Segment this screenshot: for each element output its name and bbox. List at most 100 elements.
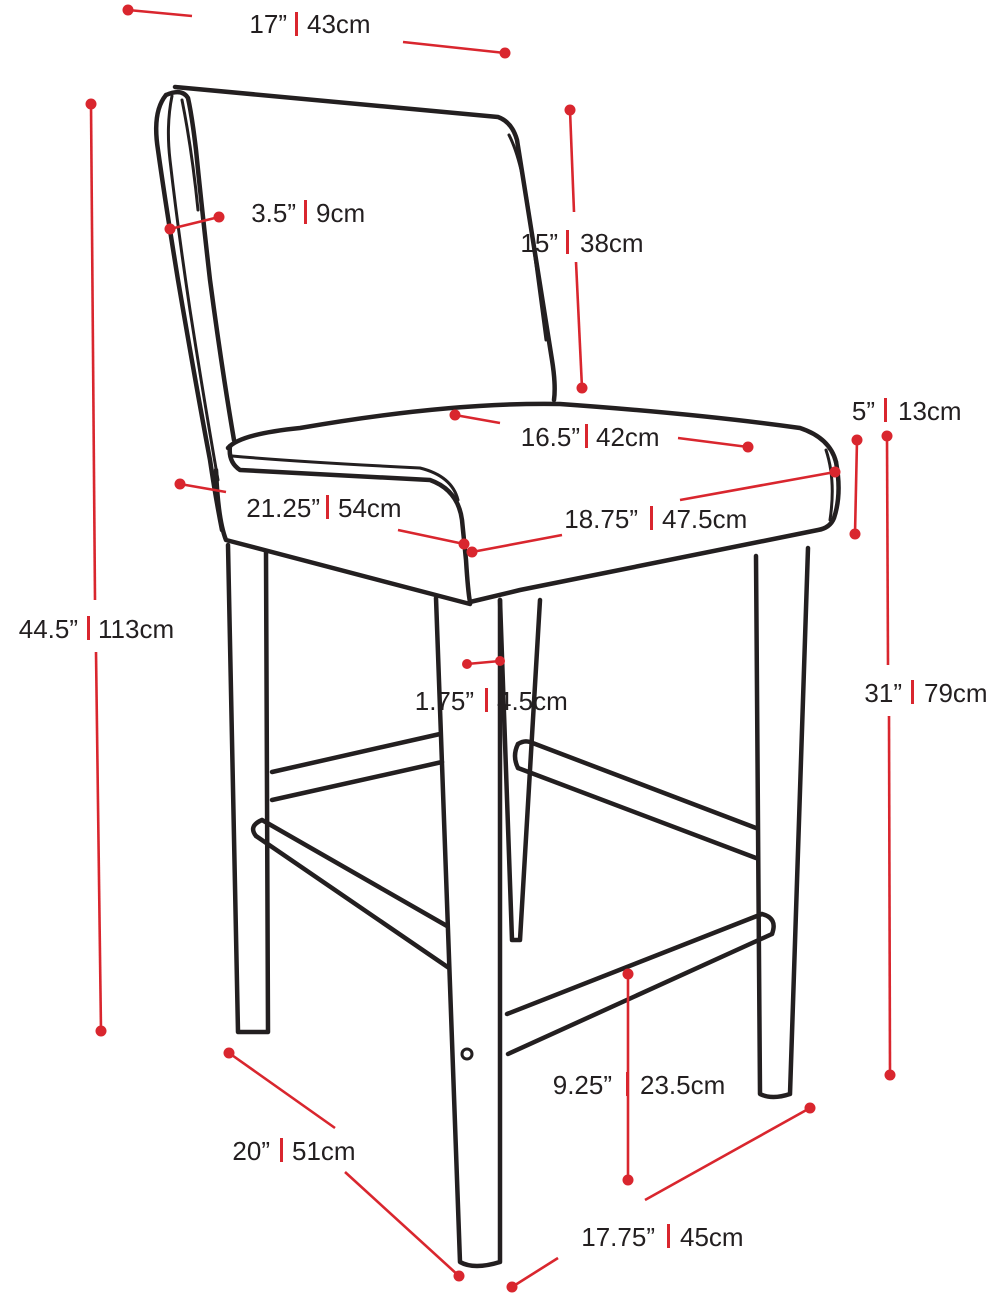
- dimension-labels: 17” 43cm 3.5” 9cm 15” 38cm 16.5” 42cm 5”…: [19, 9, 988, 1252]
- footrest-stretcher: [504, 911, 776, 1057]
- dim-endpoint: [804, 1102, 816, 1114]
- overall-height-inches: 44.5”: [19, 614, 78, 644]
- back-thickness-inches: 3.5”: [251, 198, 296, 228]
- rear-left-stretcher: [269, 731, 445, 803]
- dim-endpoint: [884, 1069, 896, 1081]
- dim-endpoint: [458, 538, 470, 550]
- front-left-leg: [225, 542, 271, 1035]
- unit-separator: [650, 506, 653, 530]
- dim-endpoint: [851, 434, 863, 446]
- leg-width-dim-line: [462, 656, 505, 669]
- dim-endpoint: [881, 430, 893, 442]
- back-thickness-dim-line: [164, 211, 225, 235]
- dim-endpoint: [622, 1174, 634, 1186]
- unit-separator: [326, 495, 329, 519]
- footrest-height-inches: 9.25”: [553, 1070, 612, 1100]
- unit-separator: [585, 424, 588, 448]
- back-width-cm: 43cm: [307, 9, 371, 39]
- back-thickness-label: 3.5” 9cm: [251, 198, 365, 228]
- unit-separator: [884, 398, 887, 422]
- unit-separator: [87, 616, 90, 640]
- base-width-cm: 45cm: [680, 1222, 744, 1252]
- footrest-height-label: 9.25” 23.5cm: [553, 1070, 726, 1100]
- cushion-height-dim-line: [849, 434, 863, 540]
- dim-endpoint: [223, 1047, 235, 1059]
- back-leg-right-visible: [753, 545, 811, 1100]
- seat-depth-dim-line: [449, 409, 754, 453]
- dim-endpoint: [466, 546, 478, 558]
- back-height-label: 15” 38cm: [520, 228, 643, 258]
- dim-endpoint: [564, 104, 576, 116]
- footrest-height-cm: 23.5cm: [640, 1070, 725, 1100]
- dim-endpoint: [576, 382, 588, 394]
- seat-front-width-inches: 18.75”: [564, 504, 638, 534]
- dim-endpoint: [622, 968, 634, 980]
- seat-side-depth-inches: 21.25”: [246, 493, 320, 523]
- dim-endpoint: [742, 441, 754, 453]
- overall-height-cm: 113cm: [98, 614, 174, 644]
- base-width-dim-line: [506, 1102, 816, 1293]
- back-width-label: 17” 43cm: [249, 9, 370, 39]
- dim-endpoint: [449, 409, 461, 421]
- base-depth-inches: 20”: [232, 1136, 270, 1166]
- unit-separator: [280, 1138, 283, 1162]
- dim-endpoint: [164, 223, 176, 235]
- dim-endpoint: [499, 47, 511, 59]
- seat-depth-cm: 42cm: [596, 422, 660, 452]
- cushion-height-inches: 5”: [852, 396, 875, 426]
- back-height-cm: 38cm: [580, 228, 644, 258]
- seat-height-dim-line: [881, 430, 896, 1081]
- back-height-dim-line: [564, 104, 588, 394]
- seat-front-width-label: 18.75” 47.5cm: [564, 504, 747, 534]
- unit-separator: [911, 680, 914, 704]
- leg-glide-hole: [460, 1047, 474, 1061]
- seat-height-cm: 79cm: [924, 678, 988, 708]
- right-side-stretcher: [512, 739, 759, 861]
- dim-endpoint: [495, 656, 505, 666]
- base-depth-label: 20” 51cm: [232, 1136, 355, 1166]
- base-width-label: 17.75” 45cm: [581, 1222, 743, 1252]
- unit-separator: [667, 1224, 670, 1248]
- base-width-inches: 17.75”: [581, 1222, 655, 1252]
- leg-width-cm: 4.5cm: [497, 686, 568, 716]
- seat-height-inches: 31”: [864, 678, 902, 708]
- base-depth-cm: 51cm: [292, 1136, 356, 1166]
- seat-front-width-cm: 47.5cm: [662, 504, 747, 534]
- unit-separator: [304, 200, 307, 224]
- dim-endpoint: [174, 478, 186, 490]
- front-left-stretcher: [250, 817, 452, 971]
- dimension-lines: [85, 4, 896, 1293]
- seat-front-width-dim-line: [466, 466, 841, 558]
- unit-separator: [566, 230, 569, 254]
- dim-endpoint: [85, 98, 97, 110]
- backrest: [154, 84, 557, 533]
- back-right-leg: [497, 597, 543, 943]
- back-width-inches: 17”: [249, 9, 287, 39]
- dim-endpoint: [213, 211, 225, 223]
- seat-depth-inches: 16.5”: [521, 422, 580, 452]
- seat-height-label: 31” 79cm: [864, 678, 987, 708]
- unit-separator: [626, 1072, 629, 1096]
- unit-separator: [295, 12, 298, 36]
- overall-height-dim-line: [85, 98, 107, 1037]
- seat-depth-label: 16.5” 42cm: [521, 422, 660, 452]
- overall-height-label: 44.5” 113cm: [19, 614, 174, 644]
- dim-endpoint: [95, 1025, 107, 1037]
- bar-stool-illustration: [154, 84, 841, 1269]
- dim-endpoint: [462, 659, 472, 669]
- front-right-leg: [433, 595, 503, 1269]
- dim-endpoint: [849, 528, 861, 540]
- dim-endpoint: [506, 1281, 518, 1293]
- unit-separator: [485, 688, 488, 712]
- seat-side-depth-label: 21.25” 54cm: [246, 493, 401, 523]
- seat-cushion: [213, 401, 841, 607]
- back-thickness-cm: 9cm: [316, 198, 365, 228]
- seat-side-depth-dim-line: [174, 478, 470, 550]
- cushion-height-cm: 13cm: [898, 396, 962, 426]
- seat-side-depth-cm: 54cm: [338, 493, 402, 523]
- back-width-dim-line: [122, 4, 511, 59]
- dim-endpoint: [122, 4, 134, 16]
- leg-width-label: 1.75” 4.5cm: [415, 686, 568, 716]
